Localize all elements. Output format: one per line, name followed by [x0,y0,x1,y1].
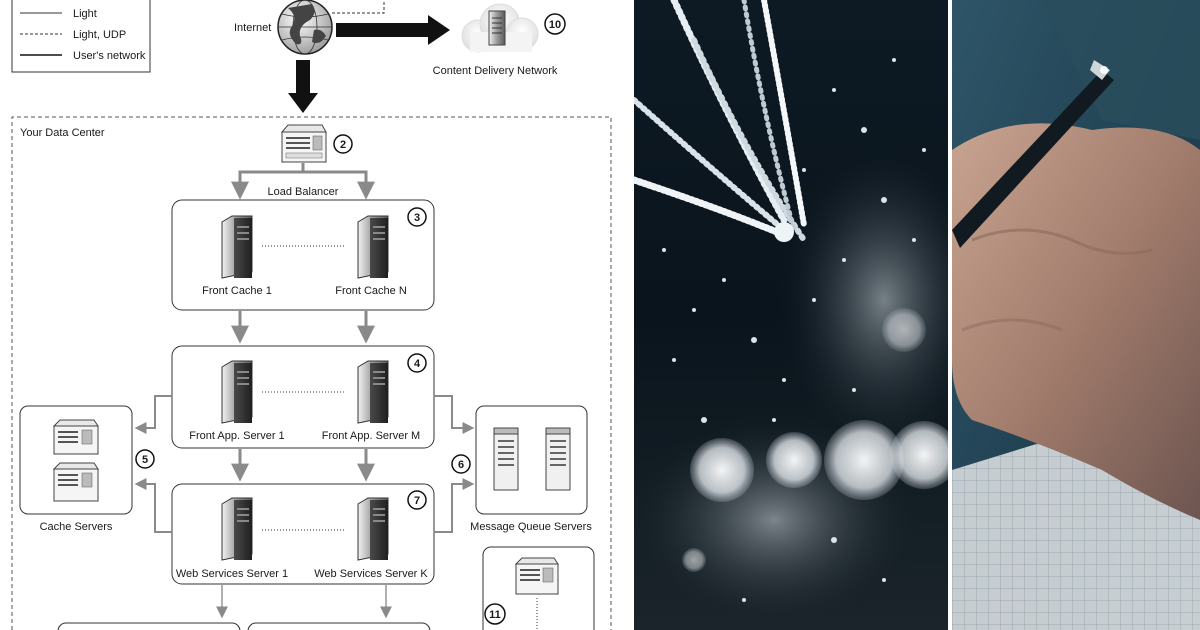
cdn-label: Content Delivery Network [433,65,558,77]
arrow-ws-to-cache [134,478,172,533]
cdn-server-icon [488,10,506,46]
queue-workers-node: 11 [482,546,595,630]
svg-text:7: 7 [414,495,420,507]
server-tower-icon [221,215,253,279]
badge-6: 6 [451,454,471,474]
cache-servers-label: Cache Servers [40,521,113,533]
arrow-app-to-mq [434,395,475,434]
cache-servers-node: Cache Servers 5 [19,395,172,533]
legend-label-user-network: User's network [73,50,146,62]
server-tower-icon [357,215,389,279]
hand-writing-photo [952,0,1200,630]
front-cache-last-label: Front Cache N [335,285,407,297]
architecture-diagram: Light Light, UDP User's network Internet [11,0,612,630]
server-tower-icon [221,497,253,561]
badge-3: 3 [407,207,427,227]
badge-4: 4 [407,353,427,373]
front-app-last-label: Front App. Server M [322,430,420,442]
cache-server-icon [52,462,99,502]
front-app-first-label: Front App. Server 1 [189,430,284,442]
server-tower-icon [221,360,253,424]
bottom-box-left [57,622,241,630]
lb-arrow-left [231,163,305,200]
udp-link [332,0,385,14]
svg-text:5: 5 [142,454,148,466]
web-services-tier: 7 Web Services Server 1 Web Services Ser… [171,483,435,585]
badge-7: 7 [407,490,427,510]
badge-2: 2 [333,134,353,154]
legend-label-udp: Light, UDP [73,29,126,41]
load-balancer-icon [280,124,327,163]
bottom-box-right [247,622,431,630]
datacenter-label: Your Data Center [20,127,105,139]
server-tower-icon [357,360,389,424]
arrow-app-to-cache [134,395,172,434]
load-balancer-node: 2 Load Balancer [231,124,375,200]
svg-text:6: 6 [458,459,464,471]
dna-particles-image [634,0,948,630]
mq-server-icon [493,427,519,491]
badge-11: 11 [484,603,506,625]
arrow-to-datacenter [288,60,318,113]
svg-text:2: 2 [340,139,346,151]
hand-writing-image [952,0,1200,630]
svg-text:3: 3 [414,212,420,224]
web-services-last-label: Web Services Server K [314,568,428,580]
legend-label-light: Light [73,8,97,20]
legend: Light Light, UDP User's network [11,0,151,73]
web-services-first-label: Web Services Server 1 [176,568,288,580]
svg-text:10: 10 [549,19,561,31]
server-tower-icon [357,497,389,561]
arrow-ws-to-mq [434,478,475,533]
svg-text:4: 4 [414,358,421,370]
globe-icon [277,0,333,55]
dna-particles-photo [634,0,948,630]
worker-server-icon [514,557,559,595]
mq-server-icon [545,427,571,491]
architecture-diagram-panel: Light Light, UDP User's network Internet [11,0,612,630]
front-cache-tier: 3 Front Cache 1 Front Cache N [171,199,435,311]
badge-5: 5 [135,449,155,469]
internet-label: Internet [234,22,271,34]
cdn-node: 10 Content Delivery Network [433,3,566,77]
load-balancer-label: Load Balancer [268,186,339,198]
mq-servers-node: Message Queue Servers 6 [434,395,592,533]
internet-node: Internet [234,0,385,55]
cache-server-icon [52,419,99,455]
svg-text:11: 11 [489,609,501,621]
panel-divider [948,0,952,630]
mq-servers-label: Message Queue Servers [470,521,592,533]
arrow-to-cdn [336,15,450,45]
front-app-tier: 4 Front App. Server 1 Front App. Server … [171,345,435,449]
datacenter-boundary [11,116,612,630]
lb-arrow-right [303,170,375,200]
front-cache-first-label: Front Cache 1 [202,285,272,297]
badge-10: 10 [544,13,566,35]
